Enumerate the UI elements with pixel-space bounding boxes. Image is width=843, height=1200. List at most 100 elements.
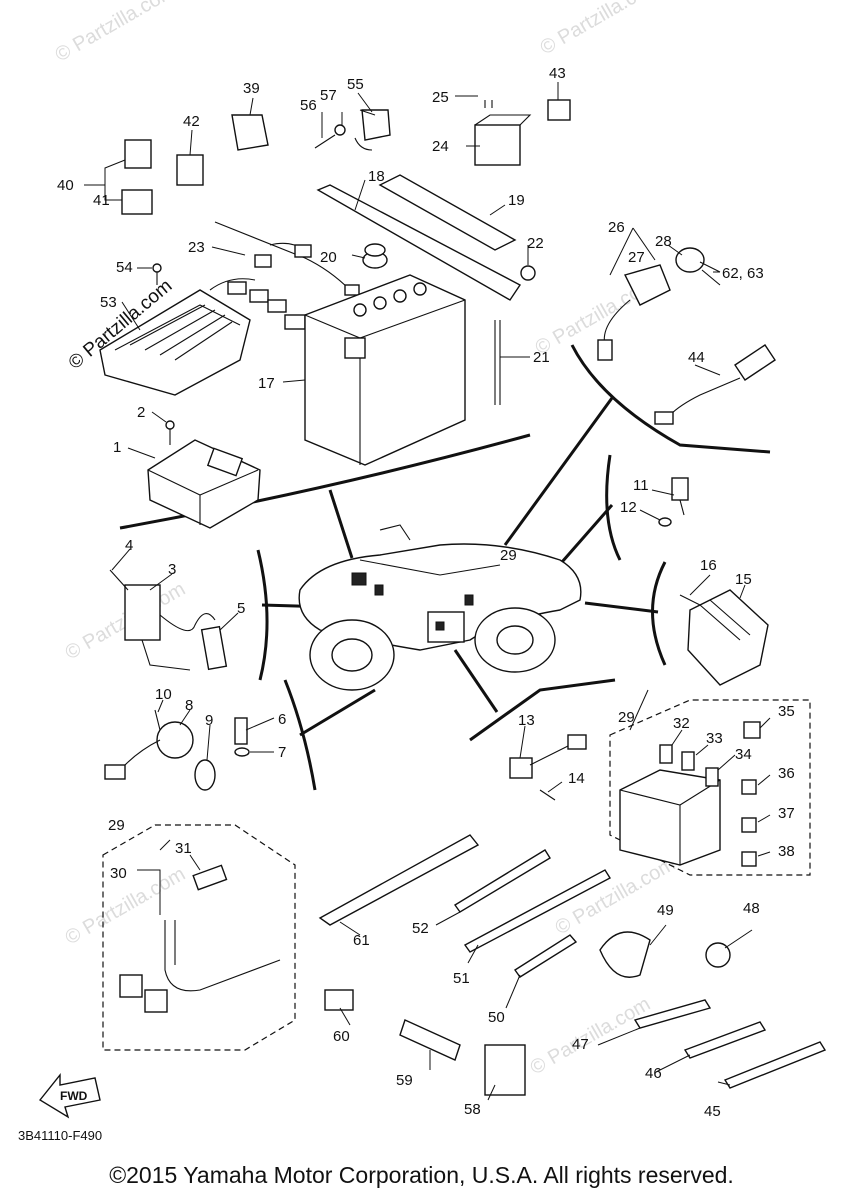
battery-cushion	[362, 243, 388, 269]
callout-34: 34	[735, 746, 752, 763]
callout-19: 19	[508, 192, 525, 209]
callout-62-63: 62, 63	[722, 265, 764, 282]
callout-2: 2	[137, 404, 145, 421]
atv-vehicle	[298, 524, 582, 691]
callout-49: 49	[657, 902, 674, 919]
callout-55: 55	[347, 76, 364, 93]
callout-8: 8	[185, 697, 193, 714]
callout-35: 35	[778, 703, 795, 720]
thermo-sensor	[671, 477, 689, 516]
svg-text:© Partzilla.com: © Partzilla.com	[52, 0, 180, 66]
callout-39: 39	[243, 80, 260, 97]
relay-41	[121, 189, 153, 215]
bolt-2	[165, 420, 175, 445]
cable-tie-47	[633, 999, 712, 1029]
sensor-13	[509, 734, 587, 779]
callout-29-right: 29	[618, 709, 635, 726]
copyright-notice: ©2015 Yamaha Motor Corporation, U.S.A. A…	[109, 1162, 734, 1188]
section-separators	[119, 344, 771, 791]
relay-43	[547, 99, 571, 121]
relay-39	[231, 114, 269, 151]
regulator-15	[687, 589, 769, 686]
callout-46: 46	[645, 1065, 662, 1082]
callout-47: 47	[572, 1036, 589, 1053]
callout-44: 44	[688, 349, 705, 366]
callout-48: 48	[743, 900, 760, 917]
callout-20: 20	[320, 249, 337, 266]
callout-32: 32	[673, 715, 690, 732]
svg-text:© Partzilla.com: © Partzilla.com	[527, 993, 655, 1079]
callout-5: 5	[237, 600, 245, 617]
callout-14: 14	[568, 770, 585, 787]
callout-28: 28	[655, 233, 672, 250]
harness-23	[214, 221, 360, 296]
callout-31: 31	[175, 840, 192, 857]
callout-40: 40	[57, 177, 74, 194]
battery-band	[316, 174, 522, 301]
fuse-box-group	[609, 699, 811, 876]
svg-text:© Partzilla.com: © Partzilla.com	[537, 0, 665, 59]
callout-45: 45	[704, 1103, 721, 1120]
relay-42	[176, 154, 204, 186]
sensor-6	[234, 717, 248, 745]
bolt-10	[154, 709, 161, 731]
callout-57: 57	[320, 87, 337, 104]
callout-17: 17	[258, 375, 275, 392]
callout-33: 33	[706, 730, 723, 747]
callout-60: 60	[333, 1028, 350, 1045]
battery-rod	[494, 320, 501, 405]
bolt-4	[109, 569, 129, 591]
callout-54: 54	[116, 259, 133, 276]
cable-tie-51	[463, 869, 611, 953]
callout-21: 21	[533, 349, 550, 366]
battery	[304, 274, 466, 466]
callout-37: 37	[778, 805, 795, 822]
callout-18: 18	[368, 168, 385, 185]
washer-12	[658, 517, 672, 527]
fwd-arrow-icon: FWD	[38, 1073, 101, 1119]
cable-tie-52	[453, 849, 551, 913]
bolt-56	[314, 134, 336, 149]
plug-cap	[200, 625, 228, 671]
rectifier-regulator	[99, 278, 306, 396]
leader-lines	[84, 82, 771, 1101]
clamp-48	[705, 942, 731, 968]
callout-41: 41	[93, 192, 110, 209]
callout-56: 56	[300, 97, 317, 114]
callout-29-center: 29	[500, 547, 517, 564]
callout-24: 24	[432, 138, 449, 155]
clamp-59	[399, 1019, 461, 1061]
callout-26: 26	[608, 219, 625, 236]
callout-7: 7	[278, 744, 286, 761]
callout-52: 52	[412, 920, 429, 937]
bolt-14	[539, 789, 556, 801]
starter-relay	[474, 100, 532, 166]
callout-27: 27	[628, 249, 645, 266]
bolt-16	[679, 594, 701, 606]
main-switch	[597, 264, 671, 361]
callout-51: 51	[453, 970, 470, 987]
o-ring	[194, 759, 216, 791]
callout-25: 25	[432, 89, 449, 106]
clamp-60	[324, 989, 354, 1011]
callout-59: 59	[396, 1072, 413, 1089]
callout-4: 4	[125, 537, 133, 554]
ecu-unit	[147, 439, 261, 529]
speed-sensor	[104, 721, 194, 780]
callout-30: 30	[110, 865, 127, 882]
callout-1: 1	[113, 439, 121, 456]
ignition-key	[675, 247, 721, 286]
svg-text:FWD: FWD	[60, 1089, 88, 1103]
figure-code: 3B41110-F490	[18, 1128, 103, 1143]
bolt-54	[152, 263, 162, 285]
callout-6: 6	[278, 711, 286, 728]
cable-tie-61	[318, 834, 480, 926]
callout-38: 38	[778, 843, 795, 860]
dc-socket	[654, 344, 776, 425]
callout-50: 50	[488, 1009, 505, 1026]
callout-15: 15	[735, 571, 752, 588]
callout-29-left: 29	[108, 817, 125, 834]
callout-58: 58	[464, 1101, 481, 1118]
callout-43: 43	[549, 65, 566, 82]
clamp-49	[599, 931, 651, 978]
